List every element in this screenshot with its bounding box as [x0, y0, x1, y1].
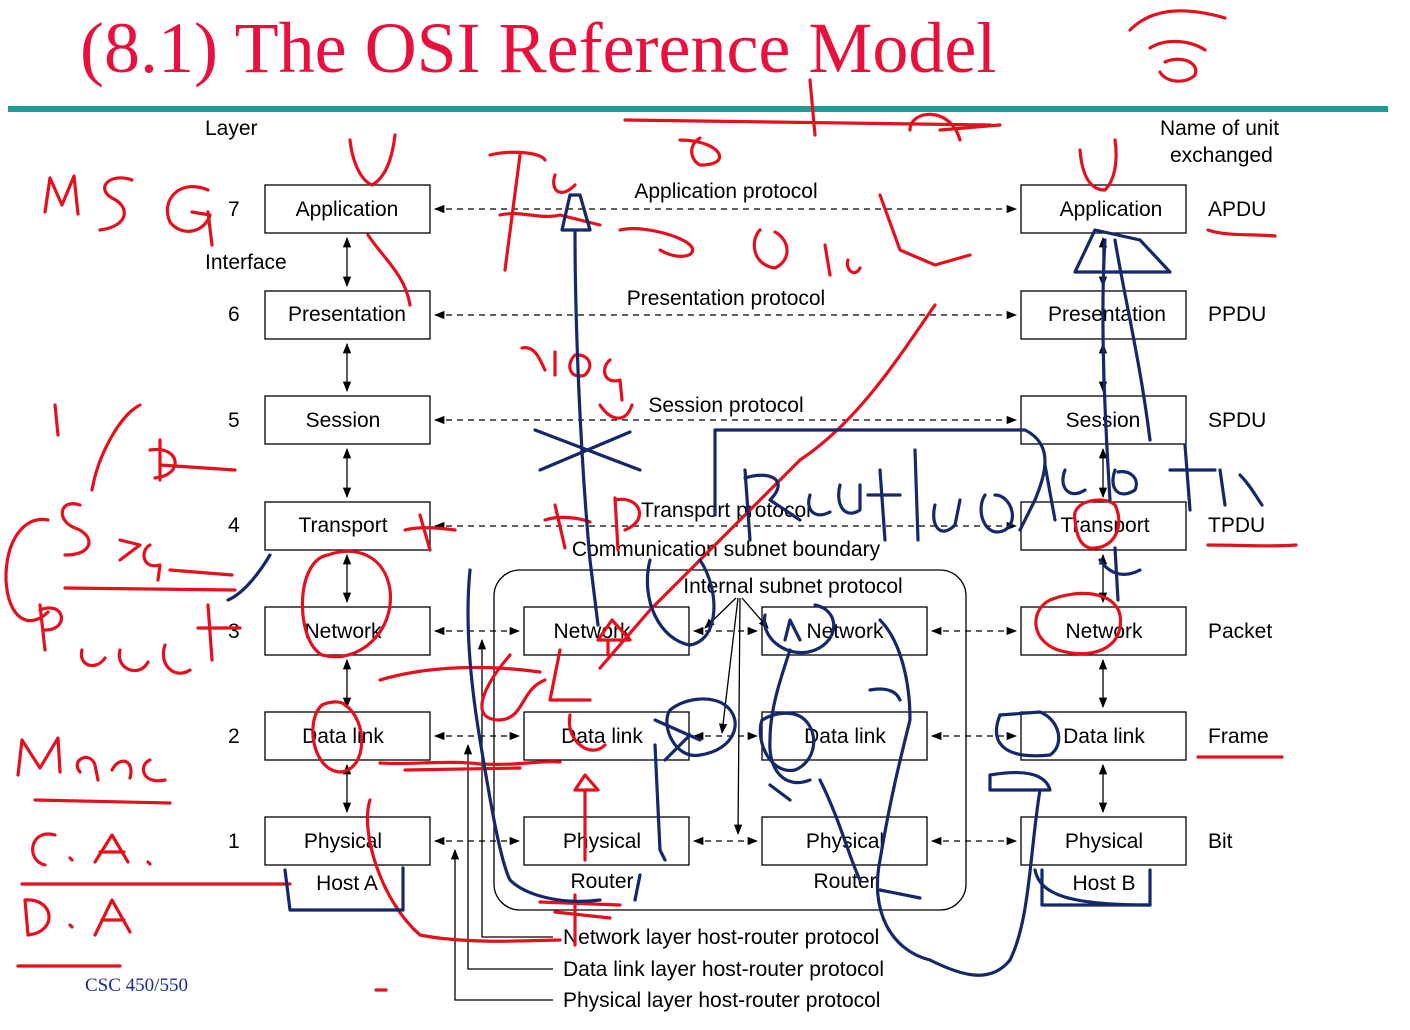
subnet-boundary-label: Communication subnet boundary — [572, 538, 881, 561]
session-protocol-label: Session protocol — [648, 394, 803, 417]
host-a-transport: Transport — [298, 514, 387, 537]
router2-data-link: Data link — [804, 725, 886, 748]
svg-text:Packet: Packet — [1208, 620, 1272, 643]
unit-header-line2: exchanged — [1170, 144, 1273, 167]
host-a-label: Host A — [316, 872, 378, 895]
host-a-session: Session — [306, 409, 381, 432]
host-a-stack: Application Presentation Session Transpo… — [264, 184, 431, 866]
host-b-session: Session — [1066, 409, 1141, 432]
svg-text:3: 3 — [228, 620, 240, 643]
host-b-ink-box — [1040, 868, 1152, 907]
layer-numbers: 7 6 5 4 3 2 1 — [228, 198, 240, 853]
peer-protocols: Application protocol Presentation protoc… — [433, 180, 1018, 531]
svg-text:7: 7 — [228, 198, 240, 221]
host-a-data-link: Data link — [302, 725, 384, 748]
title-rule — [8, 106, 1388, 112]
communication-subnet: Communication subnet boundary Internal s… — [493, 538, 967, 911]
host-b-label: Host B — [1072, 872, 1135, 895]
transport-protocol-label: Transport protocol — [641, 499, 811, 522]
svg-text:2: 2 — [228, 725, 240, 748]
red-ink-annotations — [4, 9, 1298, 992]
host-b-presentation: Presentation — [1048, 303, 1166, 326]
interface-label: Interface — [205, 251, 287, 274]
datalink-host-router-protocol: Data link layer host-router protocol — [563, 958, 884, 981]
svg-text:SPDU: SPDU — [1208, 409, 1266, 432]
router2-network: Network — [806, 620, 884, 643]
svg-text:APDU: APDU — [1208, 198, 1266, 221]
layer-header: Layer — [205, 117, 258, 140]
svg-text:Frame: Frame — [1208, 725, 1269, 748]
router1-data-link: Data link — [561, 725, 643, 748]
presentation-protocol-label: Presentation protocol — [627, 287, 825, 310]
router1-network: Network — [553, 620, 631, 643]
svg-text:5: 5 — [228, 409, 240, 432]
router1-physical: Physical — [563, 830, 641, 853]
host-b-stack: Application Presentation Session Transpo… — [1020, 184, 1187, 866]
host-b-application: Application — [1060, 198, 1163, 221]
svg-text:6: 6 — [228, 303, 240, 326]
host-b-transport: Transport — [1060, 514, 1149, 537]
host-a-presentation: Presentation — [288, 303, 406, 326]
router2-label: Router — [813, 870, 876, 893]
application-protocol-label: Application protocol — [634, 180, 817, 203]
svg-text:PPDU: PPDU — [1208, 303, 1266, 326]
host-a-physical: Physical — [304, 830, 382, 853]
page-title: (8.1) The OSI Reference Model — [80, 8, 997, 88]
host-b-data-link: Data link — [1063, 725, 1145, 748]
blue-ink-annotations — [226, 193, 1264, 977]
unit-header-line1: Name of unit — [1160, 117, 1279, 140]
svg-text:4: 4 — [228, 514, 240, 537]
unit-names: APDU PPDU SPDU TPDU Packet Frame Bit — [1208, 198, 1272, 853]
footer-course: CSC 450/550 — [85, 975, 188, 996]
host-router-links — [433, 626, 1018, 846]
internal-subnet-label: Internal subnet protocol — [683, 575, 902, 598]
router1-label: Router — [570, 870, 633, 893]
host-a-application: Application — [296, 198, 399, 221]
network-host-router-protocol: Network layer host-router protocol — [563, 926, 879, 949]
svg-text:1: 1 — [228, 830, 240, 853]
host-b-network: Network — [1065, 620, 1143, 643]
physical-host-router-protocol: Physical layer host-router protocol — [563, 989, 880, 1012]
svg-text:TPDU: TPDU — [1208, 514, 1265, 537]
svg-text:Bit: Bit — [1208, 830, 1233, 853]
host-router-protocol-legend: Network layer host-router protocol Data … — [450, 638, 884, 1012]
host-b-physical: Physical — [1065, 830, 1143, 853]
host-a-network: Network — [304, 620, 382, 643]
